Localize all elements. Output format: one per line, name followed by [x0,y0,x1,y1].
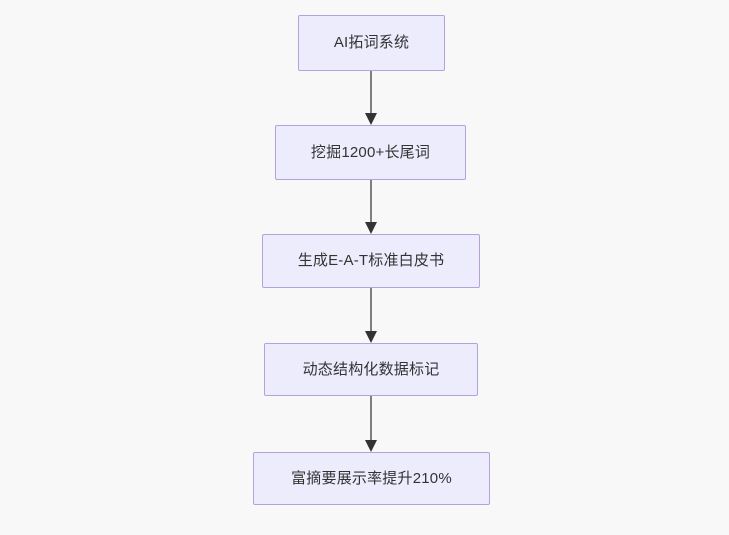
flow-node-dynamic-structured-data-markup[interactable]: 动态结构化数据标记 [264,343,478,396]
flow-node-label: 挖掘1200+长尾词 [310,143,431,161]
flow-node-rich-snippet-rate-increase[interactable]: 富摘要展示率提升210% [253,452,490,505]
flow-node-generate-eat-whitepaper[interactable]: 生成E-A-T标准白皮书 [262,234,480,288]
flow-node-label: 富摘要展示率提升210% [291,469,452,487]
edge-n2-n3 [365,180,377,234]
arrowhead-down-icon [365,331,377,343]
flow-node-ai-keyword-system[interactable]: AI拓词系统 [298,15,445,71]
flow-node-label: 动态结构化数据标记 [302,360,440,378]
arrowhead-down-icon [365,113,377,125]
flow-node-label: 生成E-A-T标准白皮书 [297,252,445,269]
arrowhead-down-icon [365,440,377,452]
arrowhead-down-icon [365,222,377,234]
edge-n4-n5 [365,396,377,452]
edge-n1-n2 [365,71,377,125]
edge-n3-n4 [365,288,377,343]
flow-node-mine-longtail-keywords[interactable]: 挖掘1200+长尾词 [275,125,466,180]
flow-node-label: AI拓词系统 [333,34,410,51]
